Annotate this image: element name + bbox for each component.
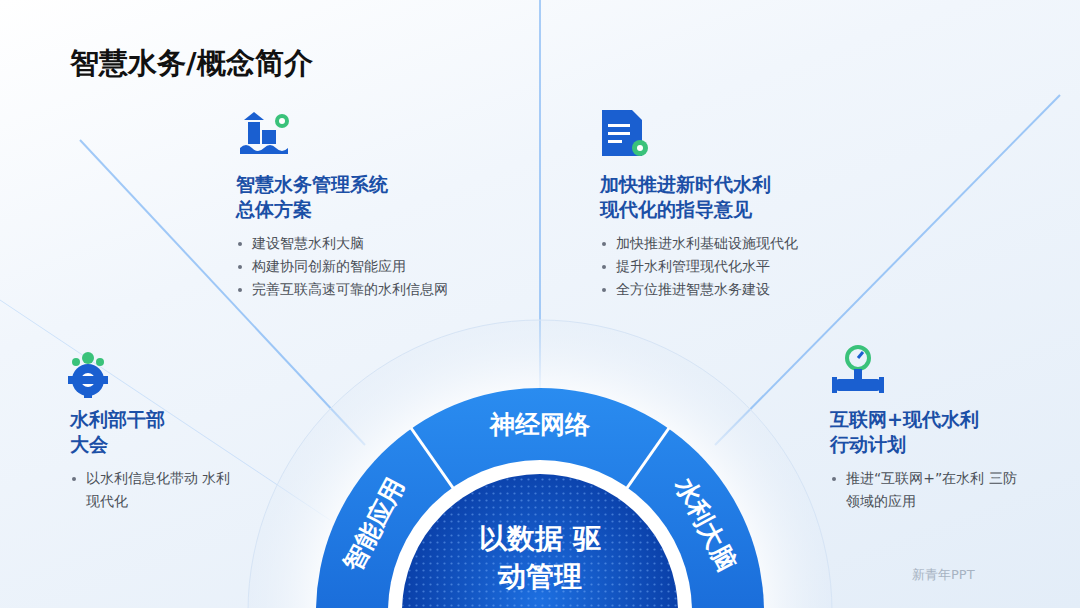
bullet-item: 构建协同创新的智能应用: [236, 255, 448, 278]
bullet-item: 全方位推进智慧水务建设: [600, 278, 798, 301]
ring-segment: 神经网络: [490, 408, 590, 441]
info-block: 智慧水务管理系统 总体方案建设智慧水利大脑构建协同创新的智能应用完善互联高速可靠…: [236, 172, 448, 301]
bullet-item: 推进“互联网+”在水利 三防领域的应用: [830, 467, 1026, 513]
page-title: 智慧水务/概念简介: [70, 44, 313, 84]
bullet-item: 提升水利管理现代化水平: [600, 255, 798, 278]
block-heading: 智慧水务管理系统 总体方案: [236, 172, 404, 222]
segment-label: 神经网络: [490, 408, 590, 441]
block-heading: 互联网+现代水利 行动计划: [830, 407, 1002, 457]
info-block: 互联网+现代水利 行动计划推进“互联网+”在水利 三防领域的应用: [830, 407, 1026, 513]
bullet-item: 完善互联高速可靠的水利信息网: [236, 278, 448, 301]
watermark: 新青年PPT: [912, 566, 975, 584]
block-heading: 加快推进新时代水利 现代化的指导意见: [600, 172, 786, 222]
center-label: 以数据 驱动管理: [470, 520, 610, 596]
bullet-item: 以水利信息化带动 水利现代化: [70, 467, 236, 513]
info-block: 水利部干部 大会以水利信息化带动 水利现代化: [70, 407, 236, 513]
bullet-item: 加快推进水利基础设施现代化: [600, 232, 798, 255]
center-disc: 以数据 驱动管理: [470, 520, 610, 596]
block-heading: 水利部干部 大会: [70, 407, 178, 457]
info-block: 加快推进新时代水利 现代化的指导意见加快推进水利基础设施现代化提升水利管理现代化…: [600, 172, 798, 301]
bullet-item: 建设智慧水利大脑: [236, 232, 448, 255]
